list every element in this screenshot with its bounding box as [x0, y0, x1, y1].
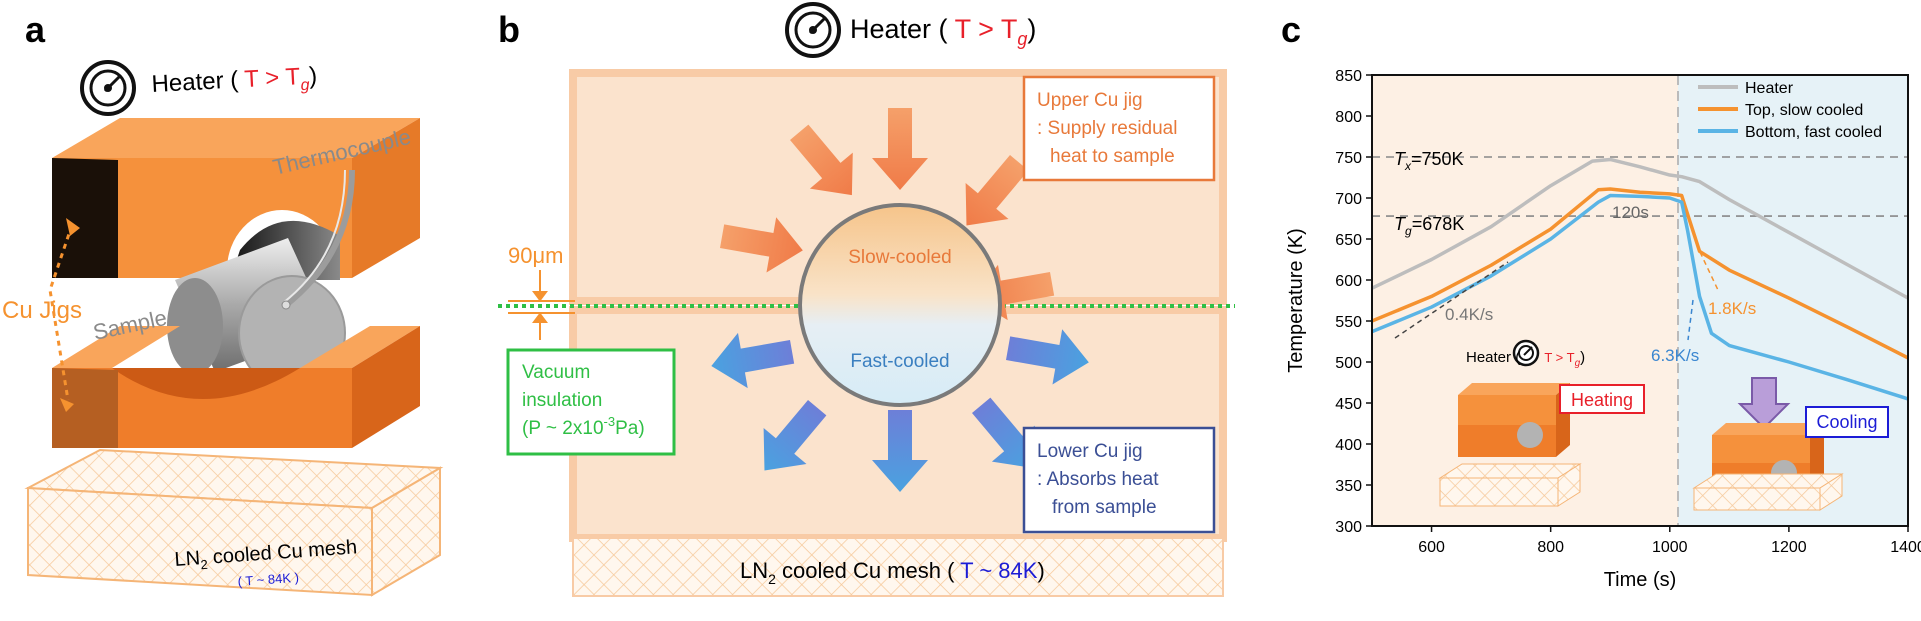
legend-heater: Heater — [1745, 80, 1794, 97]
x-tick-label: 1400 — [1890, 539, 1921, 556]
cu-jigs-label: Cu Jigs — [2, 297, 82, 324]
x-tick-label: 600 — [1418, 539, 1445, 556]
cu-jigs-arrow — [48, 224, 74, 401]
ln2-mesh-b — [572, 537, 1224, 597]
thermocouple-wire — [284, 169, 355, 308]
panel-a-label: a — [25, 9, 46, 50]
x-tick-label: 800 — [1537, 539, 1564, 556]
y-axis-label: Temperature (K) — [1285, 228, 1307, 373]
heater-icon — [785, 2, 841, 58]
legend-top: Top, slow cooled — [1745, 102, 1863, 119]
legend: Heater Top, slow cooled Bottom, fast coo… — [1698, 80, 1882, 141]
time-120s: 120s — [1612, 203, 1649, 222]
y-tick-label: 800 — [1335, 109, 1362, 126]
y-tick-label: 750 — [1335, 150, 1362, 167]
y-tick-label: 650 — [1335, 232, 1362, 249]
slow-cooled-label: Slow-cooled — [848, 247, 952, 268]
panel-b-label: b — [498, 9, 520, 50]
upper-jig-text: Upper Cu jig : Supply residual heat to s… — [1037, 90, 1183, 167]
mesh-label-b: LN2 cooled Cu mesh ( T ~ 84K) — [740, 558, 1045, 587]
sample-cross-section — [798, 203, 1002, 407]
heat-out-arrows — [711, 329, 1089, 492]
x-axis-label: Time (s) — [1604, 569, 1677, 591]
cooling-badge — [1805, 406, 1889, 438]
tg-label: Tg=678K — [1394, 214, 1464, 238]
y-tick-label: 350 — [1335, 478, 1362, 495]
y-tick-label: 400 — [1335, 437, 1362, 454]
series-line-2 — [1372, 193, 1908, 401]
gap-marker — [508, 270, 575, 340]
vacuum-text: Vacuum insulation (P ~ 2x10-3Pa) — [522, 362, 645, 439]
y-tick-label: 600 — [1335, 273, 1362, 290]
heat-in-arrows — [720, 108, 1055, 321]
lower-jig-text: Lower Cu jig : Absorbs heat from sample — [1037, 441, 1164, 518]
y-tick-label: 500 — [1335, 355, 1362, 372]
series-line-1 — [1372, 187, 1908, 360]
vacuum-note — [506, 348, 676, 456]
plot-frame — [1371, 74, 1909, 527]
y-tick-label: 850 — [1335, 68, 1362, 85]
heating-text: Heating — [1571, 390, 1633, 410]
cooling-text: Cooling — [1816, 412, 1877, 432]
lower-jig-note — [1022, 426, 1216, 534]
y-tick-label: 300 — [1335, 519, 1362, 536]
series-line-0 — [1372, 157, 1908, 300]
rate-1-8: 1.8K/s — [1708, 299, 1756, 318]
x-tick-label: 1000 — [1652, 539, 1688, 556]
rate-0-4: 0.4K/s — [1445, 305, 1493, 324]
heating-badge — [1559, 384, 1645, 414]
lower-cu-jig — [52, 326, 420, 448]
ln2-mesh-a — [24, 448, 444, 597]
legend-bottom: Bottom, fast cooled — [1745, 124, 1882, 141]
x-tick-label: 1200 — [1771, 539, 1807, 556]
fast-cooled-label: Fast-cooled — [850, 351, 949, 372]
heating-inset: Heater ( T > Tg) Heating — [1438, 339, 1645, 507]
tx-label: Tx=750K — [1394, 149, 1464, 173]
heater-icon — [80, 60, 136, 116]
cooling-inset: Cooling — [1692, 377, 1889, 511]
y-tick-label: 450 — [1335, 396, 1362, 413]
gap-label: 90μm — [508, 243, 563, 268]
upper-jig-note — [1022, 75, 1216, 182]
y-tick-label: 550 — [1335, 314, 1362, 331]
heater-label-a: Heater ( T > Tg) — [151, 62, 318, 102]
mesh-temp-a: ( T ~ 84K ) — [237, 570, 299, 589]
panel-c-label: c — [1281, 9, 1301, 50]
heater-inset-label: Heater ( T > Tg) — [1466, 349, 1585, 369]
heater-icon — [1512, 339, 1540, 367]
y-tick-label: 700 — [1335, 191, 1362, 208]
rate-6-3: 6.3K/s — [1651, 346, 1699, 365]
heater-label-b: Heater ( T > Tg) — [850, 14, 1036, 49]
